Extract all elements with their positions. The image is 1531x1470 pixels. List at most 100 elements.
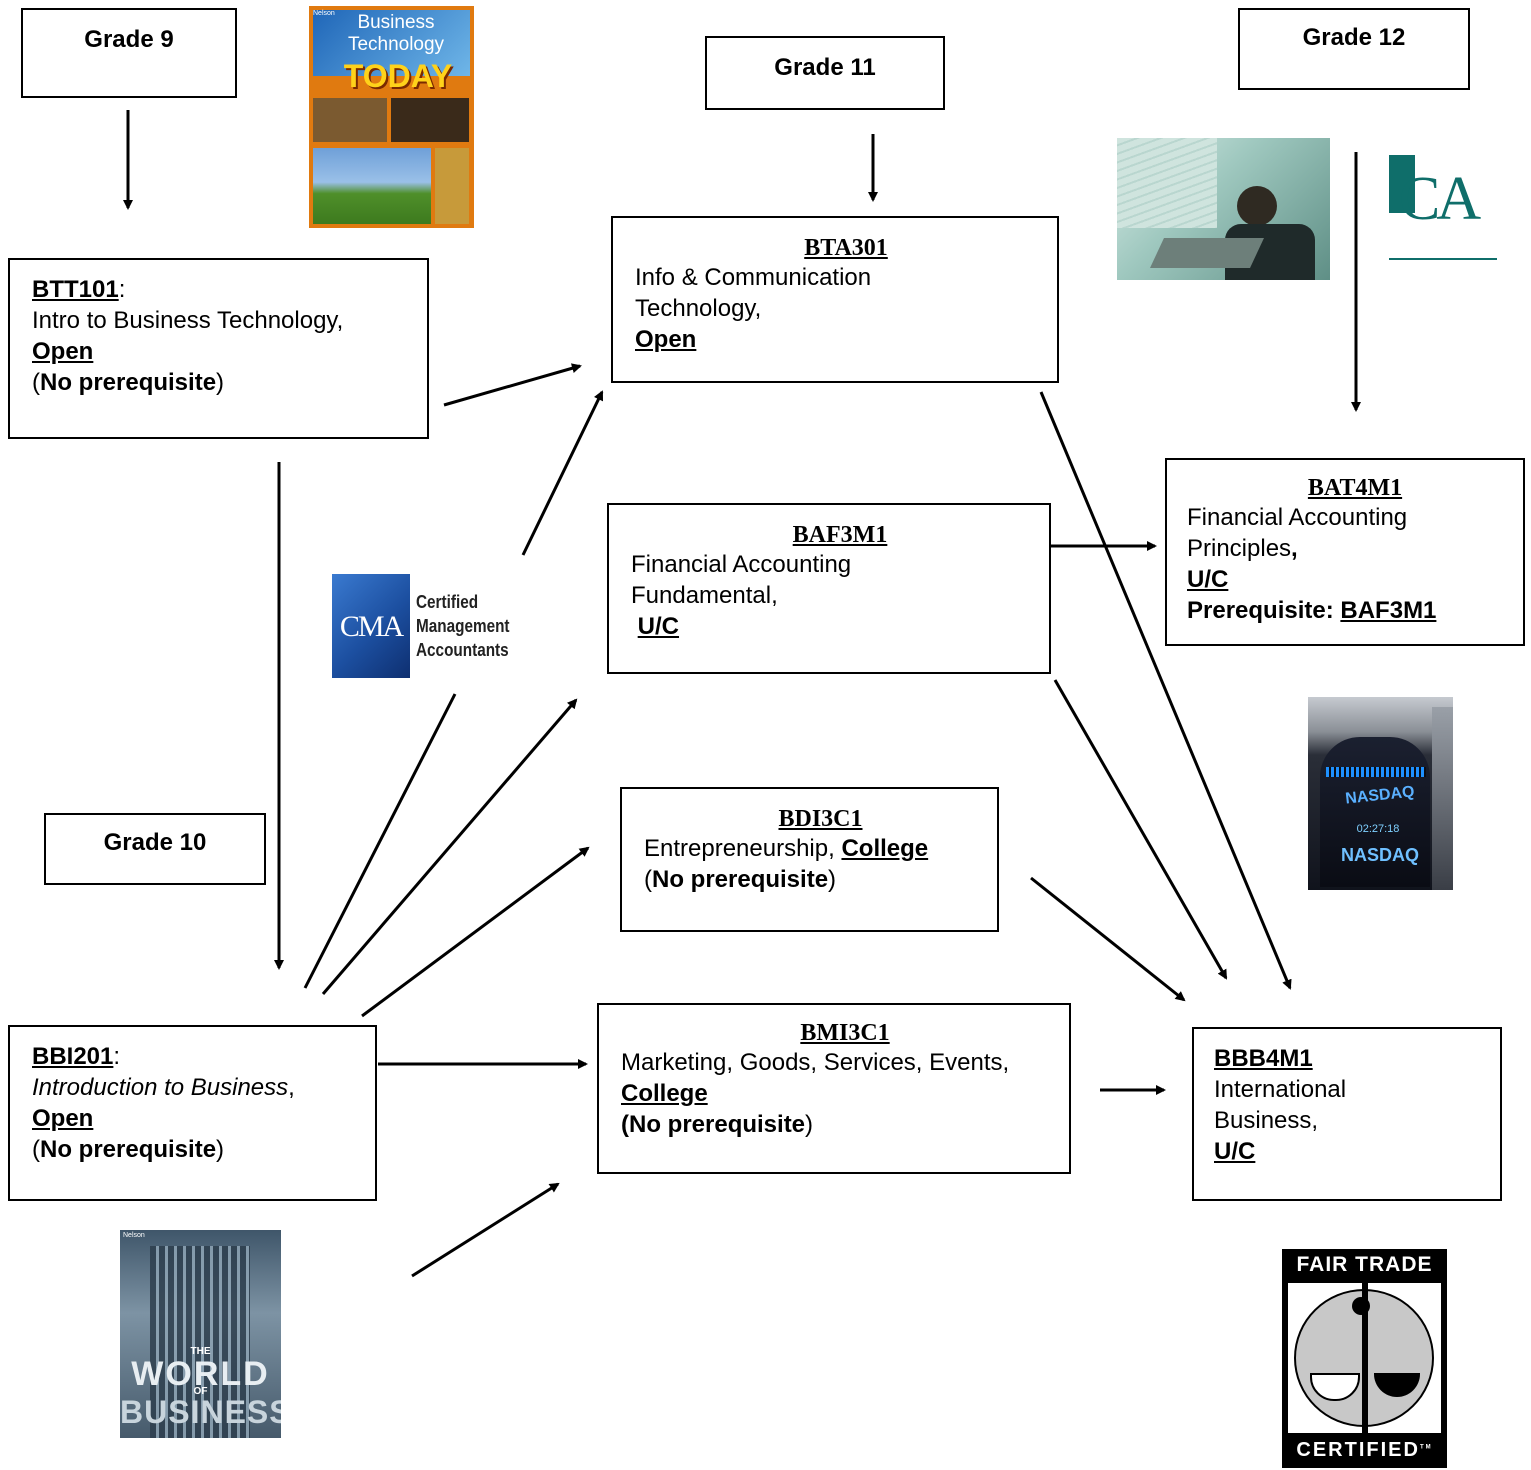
paren: ) bbox=[805, 1111, 814, 1138]
grade-9-label: Grade 9 bbox=[21, 8, 237, 98]
person-head bbox=[1237, 186, 1277, 226]
course-bbb4m1: BBB4M1 International Business, U/C bbox=[1192, 1027, 1502, 1201]
grade-12-label: Grade 12 bbox=[1238, 8, 1470, 90]
book-title-line4: BUSINESS bbox=[120, 1394, 281, 1430]
grade-11-text: Grade 11 bbox=[774, 54, 876, 81]
skyscraper-graphic bbox=[150, 1246, 250, 1438]
book-title-line1: THE bbox=[190, 1346, 211, 1357]
book-title-line1: Business bbox=[357, 12, 435, 33]
course-code: BAT4M1 bbox=[1307, 475, 1403, 501]
book-title-line2: Technology bbox=[347, 34, 445, 55]
divider-line bbox=[1362, 1283, 1368, 1433]
cma-logo-square bbox=[332, 574, 410, 678]
course-title-cont: Principles bbox=[1187, 535, 1292, 562]
fair-trade-top-label: FAIR TRADE bbox=[1296, 1253, 1433, 1276]
line-bbi201-to-bta301 bbox=[303, 693, 457, 989]
course-title: Financial Accounting bbox=[1187, 504, 1408, 531]
photo-tile bbox=[313, 98, 387, 142]
arrow-bta301-to-bbb4m1 bbox=[1039, 391, 1292, 990]
separator: : bbox=[118, 276, 126, 303]
prerequisite-note: No prerequisite bbox=[40, 369, 217, 396]
course-title: Marketing, Goods, Services, Events, bbox=[621, 1049, 1010, 1076]
cma-logo-text: Certified Management Accountants bbox=[416, 590, 510, 662]
paren: ( bbox=[644, 866, 652, 893]
book-title-line2: WORLD bbox=[131, 1355, 270, 1393]
grade-12-text: Grade 12 bbox=[1302, 24, 1406, 51]
prerequisite-label: Prerequisite: bbox=[1187, 597, 1341, 624]
course-type: Open bbox=[32, 1105, 94, 1132]
tower-graphic bbox=[1320, 737, 1430, 887]
arrow-to-bta301 bbox=[521, 390, 604, 556]
arrow-bbi201-to-baf3m1 bbox=[321, 698, 578, 995]
fair-trade-certified-logo: FAIR TRADE CERTIFIEDTM bbox=[1282, 1249, 1447, 1468]
nasdaq-clock: 02:27:18 bbox=[1356, 823, 1400, 835]
cma-logo-line2: Management bbox=[416, 616, 510, 636]
course-code: BBB4M1 bbox=[1214, 1045, 1313, 1072]
course-title: Intro to Business Technology, bbox=[32, 307, 344, 334]
ca-logo-block bbox=[1389, 155, 1415, 213]
grade-10-label: Grade 10 bbox=[44, 813, 266, 885]
cma-logo-line3: Accountants bbox=[416, 640, 509, 660]
photo-tile bbox=[313, 148, 431, 224]
paren: ) bbox=[828, 866, 837, 893]
course-title-cont: Technology, bbox=[635, 295, 762, 322]
grade-11-label: Grade 11 bbox=[705, 36, 945, 110]
course-title: Financial Accounting bbox=[631, 551, 852, 578]
cma-logo-line1: Certified bbox=[416, 592, 479, 612]
figure-head bbox=[1352, 1297, 1370, 1315]
nasdaq-building-photo: NASDAQ 02:27:18 NASDAQ bbox=[1308, 697, 1453, 890]
separator: , bbox=[1291, 535, 1298, 562]
course-type: U/C bbox=[1214, 1138, 1256, 1165]
separator: , bbox=[288, 1074, 295, 1101]
cma-logo: CMA Certified Management Accountants bbox=[330, 572, 525, 682]
course-bbi201: BBI201: Introduction to Business, Open (… bbox=[8, 1025, 377, 1201]
accountant-photo bbox=[1117, 138, 1330, 280]
grade-9-text: Grade 9 bbox=[84, 26, 174, 53]
nasdaq-sign-lower: NASDAQ bbox=[1340, 845, 1419, 865]
grade-10-text: Grade 10 bbox=[103, 829, 207, 856]
fair-trade-bottom-text: CERTIFIED bbox=[1296, 1439, 1420, 1461]
side-building bbox=[1432, 707, 1453, 890]
paren: ) bbox=[216, 1136, 225, 1163]
course-title: Info & Communication bbox=[635, 264, 872, 291]
photo-tile bbox=[435, 148, 469, 224]
course-btt101: BTT101: Intro to Business Technology, Op… bbox=[8, 258, 429, 439]
course-title: Entrepreneurship, bbox=[644, 835, 842, 862]
publisher-label: Nelson bbox=[123, 1232, 145, 1239]
ticker-band bbox=[1326, 767, 1426, 777]
course-baf3m1: BAF3M1 Financial Accounting Fundamental,… bbox=[607, 503, 1051, 674]
prerequisite-note: No prerequisite bbox=[40, 1136, 217, 1163]
course-title-cont: Fundamental, bbox=[631, 582, 778, 609]
course-bat4m1: BAT4M1 Financial Accounting Principles, … bbox=[1165, 458, 1525, 646]
course-type: U/C bbox=[637, 613, 680, 640]
course-code: BTT101 bbox=[32, 276, 119, 303]
book-cover-header bbox=[313, 10, 470, 76]
course-type: U/C bbox=[1187, 566, 1229, 593]
paren: ) bbox=[216, 369, 225, 396]
course-type: Open bbox=[32, 338, 94, 365]
arrow-baf3m1-to-bbb4m1 bbox=[1053, 679, 1228, 980]
fair-trade-panel bbox=[1288, 1283, 1441, 1433]
laptop-shape bbox=[1150, 238, 1264, 268]
book-title-line3: OF bbox=[193, 1386, 208, 1397]
course-bta301: BTA301 Info & Communication Technology, … bbox=[611, 216, 1059, 383]
course-type: College bbox=[621, 1080, 708, 1107]
book-title-line3: TODAY bbox=[343, 58, 453, 94]
document-graphic bbox=[1117, 138, 1217, 228]
ca-logo: CA bbox=[1385, 150, 1500, 265]
course-code: BMI3C1 bbox=[800, 1020, 890, 1046]
arrow-to-bmi3c1 bbox=[411, 1182, 560, 1278]
course-code: BBI201 bbox=[32, 1043, 114, 1070]
world-of-business-book-image: Nelson THE WORLD OF BUSINESS bbox=[120, 1230, 281, 1438]
course-type: College bbox=[841, 835, 929, 862]
course-code: BAF3M1 bbox=[792, 522, 888, 548]
course-code: BTA301 bbox=[804, 235, 888, 261]
course-code: BDI3C1 bbox=[778, 806, 863, 832]
ca-logo-mark: CA bbox=[1399, 165, 1481, 233]
paren: ( bbox=[32, 1136, 40, 1163]
course-title: Introduction to Business bbox=[32, 1074, 289, 1101]
paren: ( bbox=[32, 369, 40, 396]
course-bmi3c1: BMI3C1 Marketing, Goods, Services, Event… bbox=[597, 1003, 1071, 1174]
business-technology-today-book-image: Nelson Business Technology TODAY bbox=[309, 6, 474, 228]
